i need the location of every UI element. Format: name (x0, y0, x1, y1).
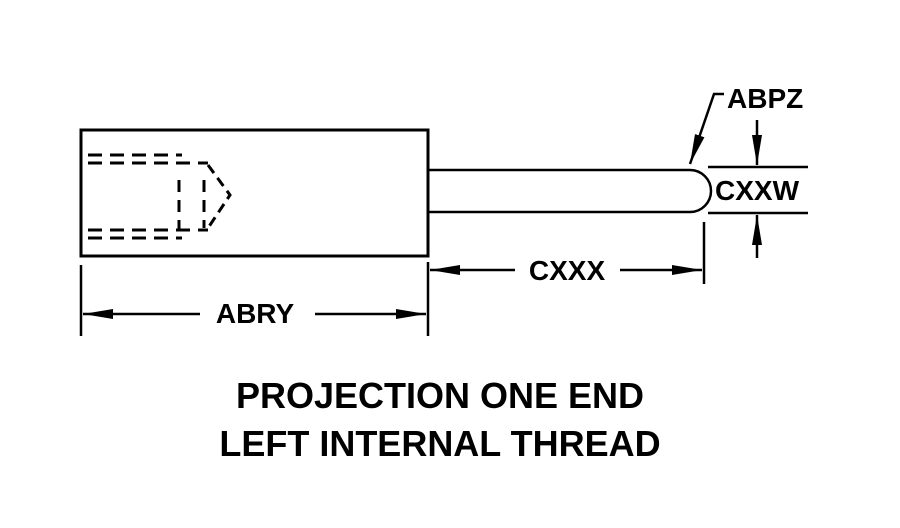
abry-label: ABRY (216, 298, 295, 329)
abpz-label: ABPZ (727, 83, 803, 114)
projection-pin (428, 168, 713, 214)
cxxx-label: CXXX (529, 255, 606, 286)
body-outline (79, 128, 430, 258)
title-line-1: PROJECTION ONE END (236, 375, 644, 416)
internal-thread-hidden-lines (88, 153, 232, 240)
cxxw-label: CXXW (715, 175, 800, 206)
dimension-lines (79, 92, 808, 336)
title-line-2: LEFT INTERNAL THREAD (219, 423, 660, 464)
